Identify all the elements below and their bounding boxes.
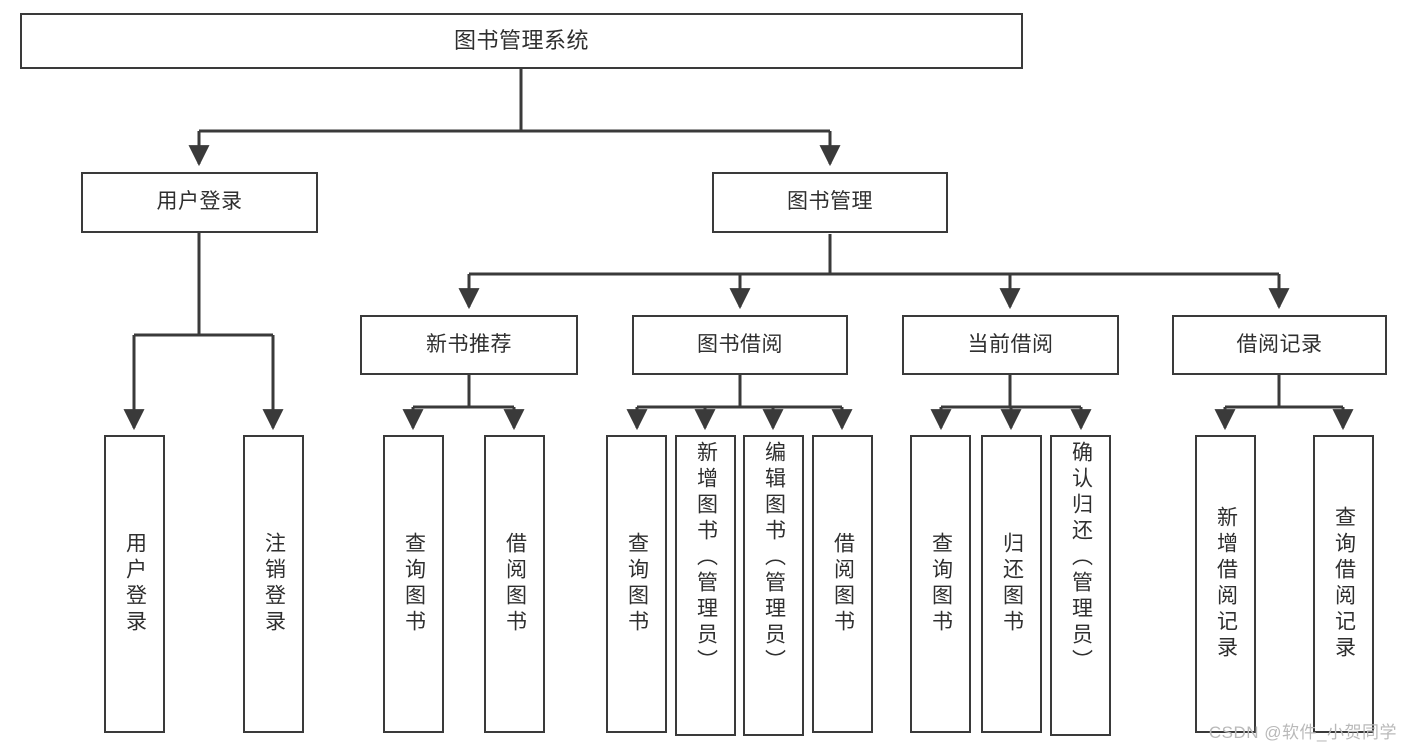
node-label: 图书借阅 xyxy=(697,332,783,356)
node-root-book-management-system[interactable]: 图书管理系统 xyxy=(20,13,1023,69)
node-label: 归还图书 xyxy=(1000,532,1024,636)
node-label: 注销登录 xyxy=(262,532,286,636)
node-label: 确认归还（管理员） xyxy=(1069,441,1093,675)
node-leaf-current-confirm-return-admin[interactable]: 确认归还（管理员） xyxy=(1050,435,1111,736)
node-leaf-records-add-record[interactable]: 新增借阅记录 xyxy=(1195,435,1256,733)
node-label: 借阅图书 xyxy=(831,532,855,636)
node-label: 借阅记录 xyxy=(1236,332,1323,356)
node-leaf-current-query-books[interactable]: 查询图书 xyxy=(910,435,971,733)
node-label: 编辑图书（管理员） xyxy=(762,441,786,675)
node-label: 当前借阅 xyxy=(967,332,1054,356)
node-leaf-borrow-query-books[interactable]: 查询图书 xyxy=(606,435,667,733)
node-label: 新增图书（管理员） xyxy=(694,441,718,675)
node-leaf-current-return-books[interactable]: 归还图书 xyxy=(981,435,1042,733)
node-leaf-records-query-record[interactable]: 查询借阅记录 xyxy=(1313,435,1374,733)
node-label: 图书管理系统 xyxy=(453,28,589,54)
node-label: 查询图书 xyxy=(402,532,426,636)
node-leaf-borrow-add-book-admin[interactable]: 新增图书（管理员） xyxy=(675,435,736,736)
node-label: 查询图书 xyxy=(625,532,649,636)
node-label: 查询图书 xyxy=(929,532,953,636)
node-new-book-recommend[interactable]: 新书推荐 xyxy=(360,315,578,375)
node-label: 借阅图书 xyxy=(503,532,527,636)
node-book-management[interactable]: 图书管理 xyxy=(712,172,948,233)
node-current-borrow[interactable]: 当前借阅 xyxy=(902,315,1119,375)
node-label: 用户登录 xyxy=(123,532,147,636)
node-borrow-records[interactable]: 借阅记录 xyxy=(1172,315,1387,375)
node-leaf-borrow-edit-book-admin[interactable]: 编辑图书（管理员） xyxy=(743,435,804,736)
node-book-borrow[interactable]: 图书借阅 xyxy=(632,315,848,375)
node-user-login[interactable]: 用户登录 xyxy=(81,172,318,233)
node-leaf-newbook-borrow-books[interactable]: 借阅图书 xyxy=(484,435,545,733)
node-leaf-borrow-borrow-books[interactable]: 借阅图书 xyxy=(812,435,873,733)
node-label: 查询借阅记录 xyxy=(1332,506,1356,662)
node-label: 图书管理 xyxy=(787,190,873,214)
node-label: 用户登录 xyxy=(156,190,243,214)
node-leaf-user-login[interactable]: 用户登录 xyxy=(104,435,165,733)
node-leaf-logout[interactable]: 注销登录 xyxy=(243,435,304,733)
node-label: 新增借阅记录 xyxy=(1214,506,1238,662)
node-leaf-newbook-query-books[interactable]: 查询图书 xyxy=(383,435,444,733)
csdn-watermark: CSDN @软件_小贺同学 xyxy=(1208,723,1397,742)
node-label: 新书推荐 xyxy=(426,332,512,356)
